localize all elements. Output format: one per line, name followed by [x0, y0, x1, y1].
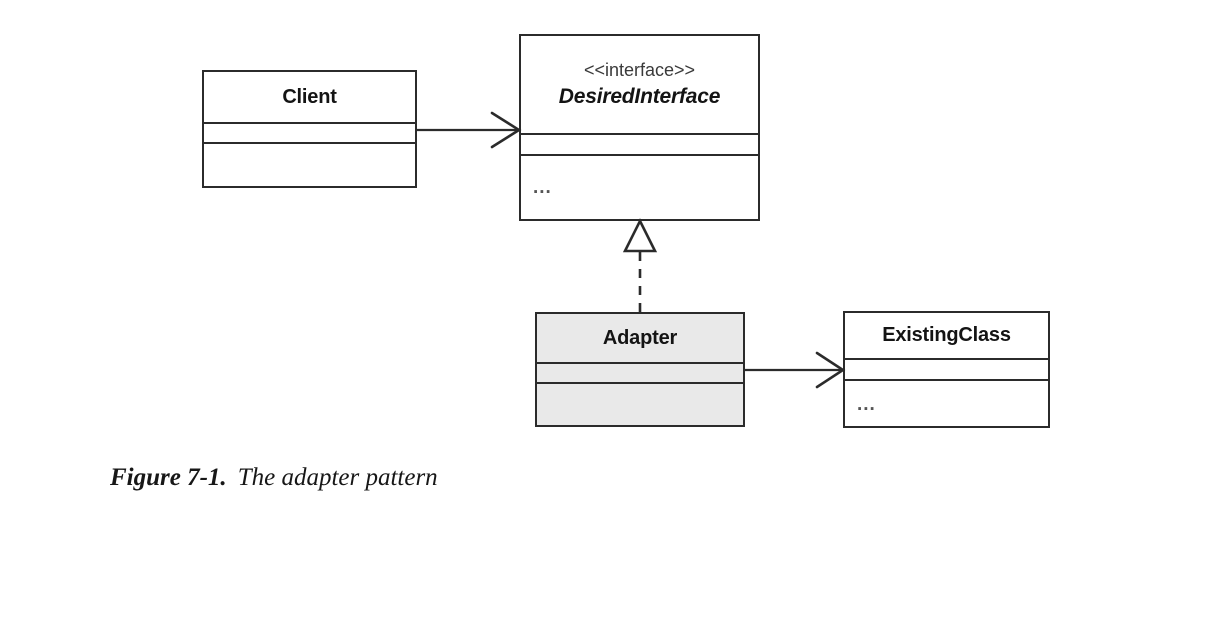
uml-class-adapter[interactable]: Adapter [535, 312, 745, 427]
uml-class-desired-interface[interactable]: <<interface>> DesiredInterface ... [519, 34, 760, 221]
client-name-compartment: Client [204, 72, 415, 122]
existing-class-name-compartment: ExistingClass [845, 313, 1048, 358]
client-attributes-compartment [204, 122, 415, 142]
uml-class-client[interactable]: Client [202, 70, 417, 188]
desired-interface-ellipsis: ... [533, 177, 552, 198]
connector-adapter-to-desired-interface [622, 218, 658, 312]
adapter-class-name: Adapter [602, 326, 678, 349]
existing-class-operations-compartment: ... [845, 379, 1048, 426]
client-class-name: Client [282, 85, 337, 108]
figure-caption-text: The adapter pattern [237, 464, 438, 491]
desired-interface-stereotype: <<interface>> [583, 60, 696, 80]
desired-interface-name-compartment: <<interface>> DesiredInterface [521, 36, 758, 133]
adapter-name-compartment: Adapter [537, 314, 743, 362]
open-arrowhead-icon [815, 351, 846, 389]
connector-adapter-to-existing-class [745, 351, 846, 389]
client-operations-compartment [204, 142, 415, 186]
figure-caption-label: Figure 7-1. [110, 464, 227, 491]
figure-caption: Figure 7-1. The adapter pattern [110, 464, 438, 492]
adapter-operations-compartment [537, 382, 743, 425]
open-arrowhead-icon [490, 111, 522, 149]
adapter-attributes-compartment [537, 362, 743, 382]
existing-class-attributes-compartment [845, 358, 1048, 379]
desired-interface-attributes-compartment [521, 133, 758, 154]
existing-class-ellipsis: ... [857, 394, 876, 415]
desired-interface-operations-compartment: ... [521, 154, 758, 219]
existing-class-class-name: ExistingClass [882, 324, 1011, 346]
hollow-triangle-arrowhead-icon [622, 218, 658, 253]
connector-client-to-desired-interface [417, 111, 522, 149]
desired-interface-class-name: DesiredInterface [558, 85, 721, 108]
uml-class-existing-class[interactable]: ExistingClass ... [843, 311, 1050, 428]
